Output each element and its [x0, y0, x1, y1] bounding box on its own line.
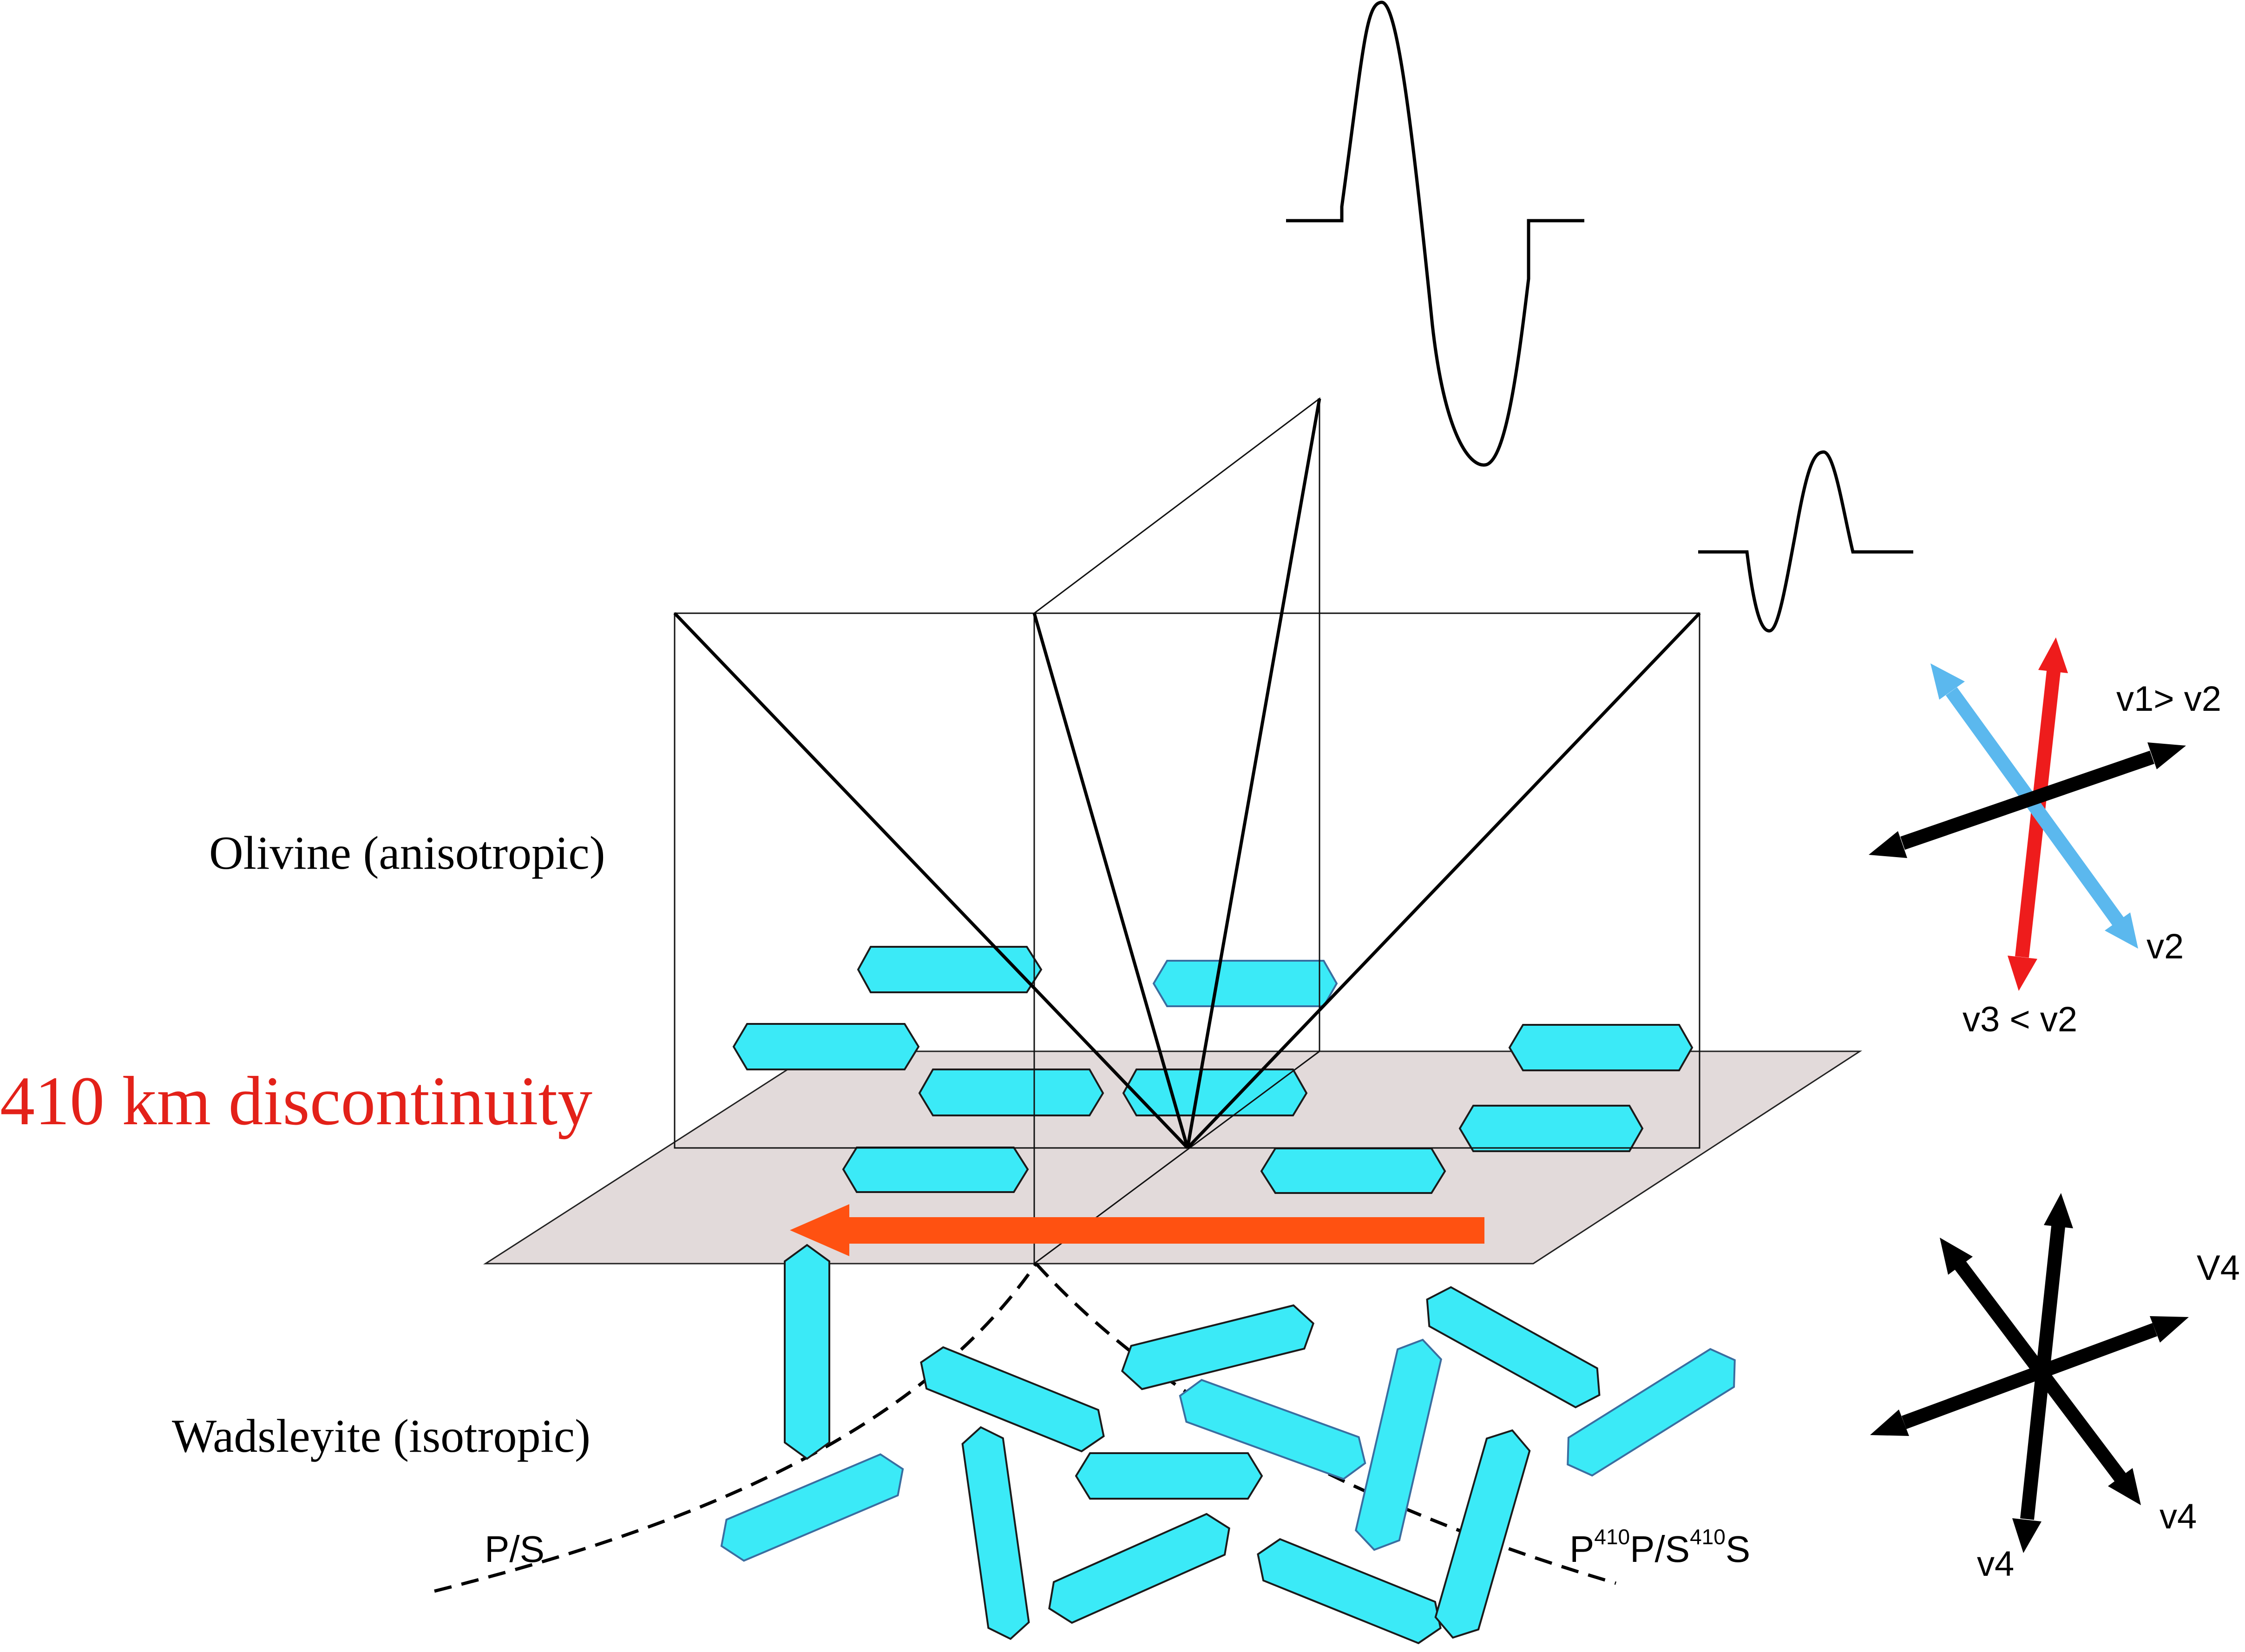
wadsleyite-crystal [1048, 1513, 1230, 1624]
olivine-crystal [918, 1069, 1104, 1116]
waveforms [1286, 0, 1913, 633]
wadsleyite-crystals [720, 1244, 1736, 1645]
intermediate-axis-label: v2 [2147, 927, 2184, 966]
discontinuity-plane [483, 1050, 1863, 1265]
olivine-crystal [857, 946, 1043, 993]
reflected-label-sup1: 410 [1594, 1525, 1630, 1549]
flow-arrow-shaft [836, 1217, 1484, 1244]
isotropic-velocity-cross [1870, 1193, 2189, 1553]
wadsleyite-crystal [961, 1426, 1030, 1640]
fast-axis-label: v1> v2 [2116, 679, 2221, 719]
flow-arrow [790, 1204, 1484, 1256]
wadsleyite-crystal [1434, 1429, 1531, 1639]
olivine-crystal [842, 1147, 1029, 1193]
wadsleyite-crystal [1121, 1304, 1315, 1390]
olivine-crystal [1508, 1024, 1694, 1071]
ps-label: P/S [485, 1528, 545, 1570]
iso-axis-horizontal [1870, 1316, 2189, 1436]
wadsleyite-crystal [784, 1244, 830, 1460]
wadsleyite-crystal [1257, 1538, 1442, 1645]
waveform-large [1286, 0, 1584, 467]
iso-label-upper: V4 [2197, 1248, 2240, 1288]
wadsleyite-crystal [720, 1453, 904, 1562]
iso-label-bottom: v4 [1977, 1544, 2014, 1584]
olivine-label: Olivine (anisotropic) [209, 827, 605, 879]
wadsleyite-crystal [920, 1346, 1105, 1453]
olivine-crystal [1260, 1147, 1446, 1194]
reflected-phase-label: P410P/S410S [1569, 1525, 1750, 1570]
olivine-crystal [1152, 960, 1338, 1007]
olivine-crystal [1458, 1105, 1644, 1152]
anisotropic-velocity-cross [1869, 637, 2186, 991]
reflected-label-s: S [1726, 1528, 1750, 1570]
wadsleyite-crystal [1355, 1338, 1442, 1551]
reflected-label-ps: P/S [1630, 1528, 1690, 1570]
reflected-label-sup2: 410 [1690, 1525, 1726, 1549]
dashed-path-ps [434, 1263, 1037, 1593]
intermediate-axis-v2 [1930, 663, 2138, 949]
ray-reflected-large [1186, 398, 1321, 1148]
wadsleyite-crystal [1426, 1286, 1601, 1409]
slow-axis-label: v3 < v2 [1963, 1000, 2077, 1039]
ray-paths [673, 398, 1701, 1149]
wadsleyite-label: Wadsleyite (isotropic) [172, 1410, 591, 1462]
ray-incident-left [673, 612, 1189, 1149]
discontinuity-label: 410 km discontinuity [0, 1062, 592, 1140]
olivine-crystal [732, 1023, 920, 1070]
wadsleyite-crystal [1179, 1379, 1366, 1480]
back-frame [1034, 397, 1320, 1051]
wadsleyite-crystal [1567, 1348, 1736, 1477]
fast-axis-v1 [1869, 742, 2186, 858]
dashed-path-reflected [1035, 1262, 1616, 1585]
flow-arrow-head [790, 1204, 849, 1256]
waveform-small [1698, 450, 1913, 633]
ray-reflected-small [1186, 612, 1701, 1149]
wadsleyite-crystal [1075, 1452, 1263, 1500]
iso-label-right: v4 [2160, 1497, 2197, 1536]
ray-incident-center [1032, 613, 1189, 1148]
reflected-label-p: P [1569, 1528, 1594, 1570]
